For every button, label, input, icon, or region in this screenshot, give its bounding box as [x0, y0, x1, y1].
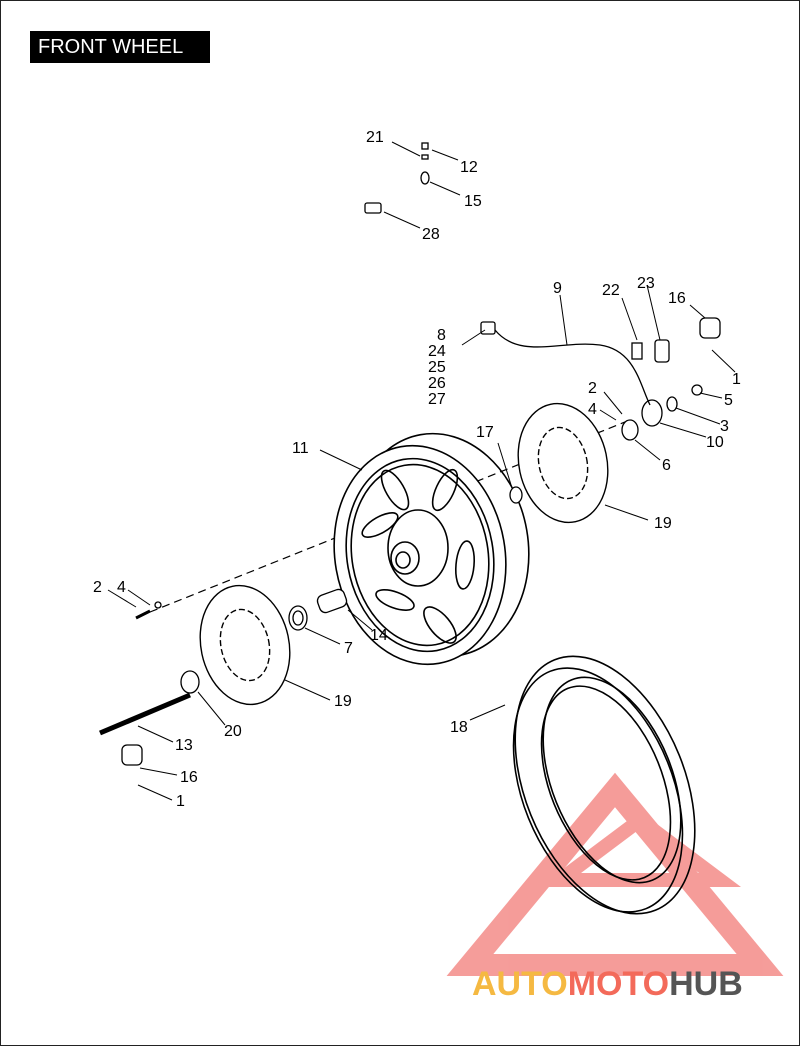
- callout-7: 7: [344, 640, 353, 657]
- callout-4-lower: 4: [117, 579, 126, 596]
- callout-17: 17: [476, 424, 494, 441]
- brake-disc-left: [199, 584, 291, 706]
- callout-25: 25: [428, 359, 446, 376]
- watermark-logo: [446, 772, 784, 976]
- callout-2-lower: 2: [93, 579, 102, 596]
- callout-28: 28: [422, 226, 440, 243]
- callout-19-lower: 19: [334, 693, 352, 710]
- brake-disc-right: [517, 402, 609, 524]
- callout-10: 10: [706, 434, 724, 451]
- watermark-text: AUTOMOTOHUB: [472, 965, 743, 1003]
- callout-16-lower: 16: [180, 769, 198, 786]
- callout-12: 12: [460, 159, 478, 176]
- callout-13: 13: [175, 737, 193, 754]
- callout-2-upper: 2: [588, 380, 597, 397]
- wheel-rim: [333, 432, 530, 666]
- small-parts: [99, 142, 721, 766]
- tire: [512, 655, 696, 915]
- callout-4-upper: 4: [588, 401, 597, 418]
- callout-8: 8: [437, 327, 446, 344]
- callout-19-upper: 19: [654, 515, 672, 532]
- callout-22: 22: [602, 282, 620, 299]
- callout-26: 26: [428, 375, 446, 392]
- brand-hub: HUB: [669, 965, 743, 1003]
- callout-23: 23: [637, 275, 655, 292]
- sensor-cable: [494, 329, 651, 406]
- leader-lines: [107, 141, 736, 801]
- callout-20: 20: [224, 723, 242, 740]
- callout-11: 11: [292, 440, 309, 457]
- callout-21: 21: [366, 129, 384, 146]
- callout-1-upper: 1: [732, 371, 741, 388]
- brand-moto: MOTO: [568, 965, 669, 1003]
- callout-18: 18: [450, 719, 468, 736]
- callout-1-lower: 1: [176, 793, 185, 810]
- callout-labels: 21 12 15 28 9 22 23 16 1 2 4 5 3 10 6 8 …: [93, 129, 741, 810]
- brand-auto: AUTO: [472, 965, 568, 1003]
- callout-14: 14: [370, 627, 388, 644]
- callout-9: 9: [553, 280, 562, 297]
- callout-5: 5: [724, 392, 733, 409]
- diagram-title: FRONT WHEEL: [30, 31, 210, 63]
- callout-27: 27: [428, 391, 446, 408]
- callout-16-upper: 16: [668, 290, 686, 307]
- callout-24: 24: [428, 343, 446, 360]
- callout-15: 15: [464, 193, 482, 210]
- callout-6: 6: [662, 457, 671, 474]
- callout-3: 3: [720, 418, 729, 435]
